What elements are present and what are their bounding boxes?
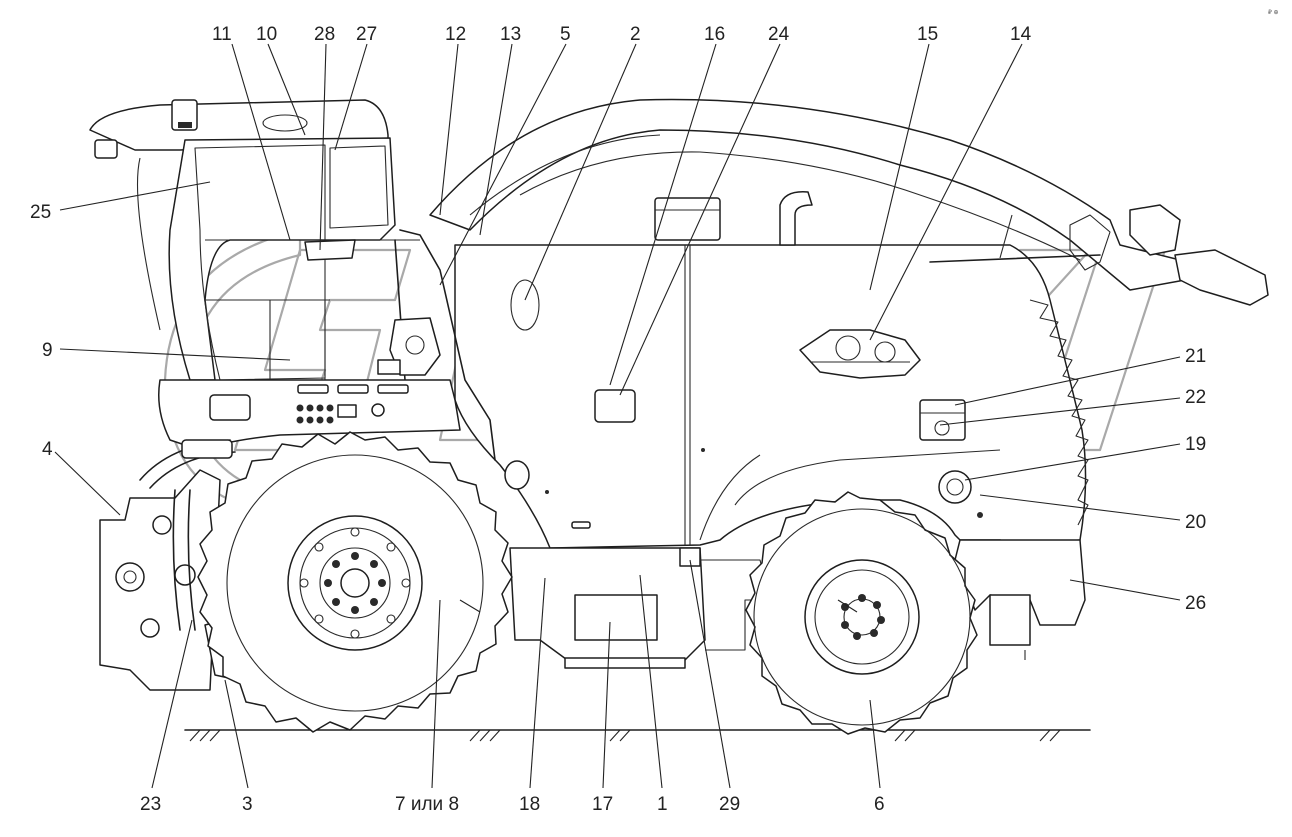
callout-5: 5 (560, 24, 571, 45)
leader-lines (54, 43, 1181, 789)
callout-17: 17 (592, 794, 613, 815)
callout-25: 25 (30, 202, 51, 223)
callout-4: 4 (42, 439, 53, 460)
callout-1: 1 (657, 794, 668, 815)
callout-16: 16 (704, 24, 725, 45)
callout-12: 12 (445, 24, 466, 45)
corner-mark: ₽ ⊕ (1268, 9, 1279, 16)
harvester-body (429, 98, 1269, 669)
callout-14: 14 (1010, 24, 1032, 45)
callout-7-or-8: 7 или 8 (395, 794, 459, 815)
callout-6: 6 (874, 794, 885, 815)
callout-21: 21 (1185, 346, 1206, 367)
callout-19: 19 (1185, 434, 1206, 455)
callout-11: 11 (212, 24, 232, 45)
rear-wheel (745, 491, 978, 735)
callout-28: 28 (314, 24, 335, 45)
callout-23: 23 (140, 794, 161, 815)
callout-13: 13 (500, 24, 521, 45)
callout-10: 10 (256, 24, 277, 45)
ground-line (184, 729, 1091, 742)
callout-15: 15 (917, 24, 938, 45)
cab (89, 99, 496, 461)
callout-9: 9 (42, 340, 53, 361)
callout-2: 2 (630, 24, 641, 45)
callout-labels: 11 10 28 27 12 13 5 2 16 24 15 14 25 9 2… (30, 24, 1206, 815)
callout-3: 3 (242, 794, 253, 815)
callout-22: 22 (1185, 387, 1206, 408)
front-wheel (197, 431, 513, 733)
callout-20: 20 (1185, 512, 1206, 533)
callout-24: 24 (768, 24, 790, 45)
front-attachment (99, 439, 246, 691)
callout-18: 18 (519, 794, 540, 815)
callout-26: 26 (1185, 593, 1206, 614)
callout-29: 29 (719, 794, 740, 815)
callout-27: 27 (356, 24, 377, 45)
